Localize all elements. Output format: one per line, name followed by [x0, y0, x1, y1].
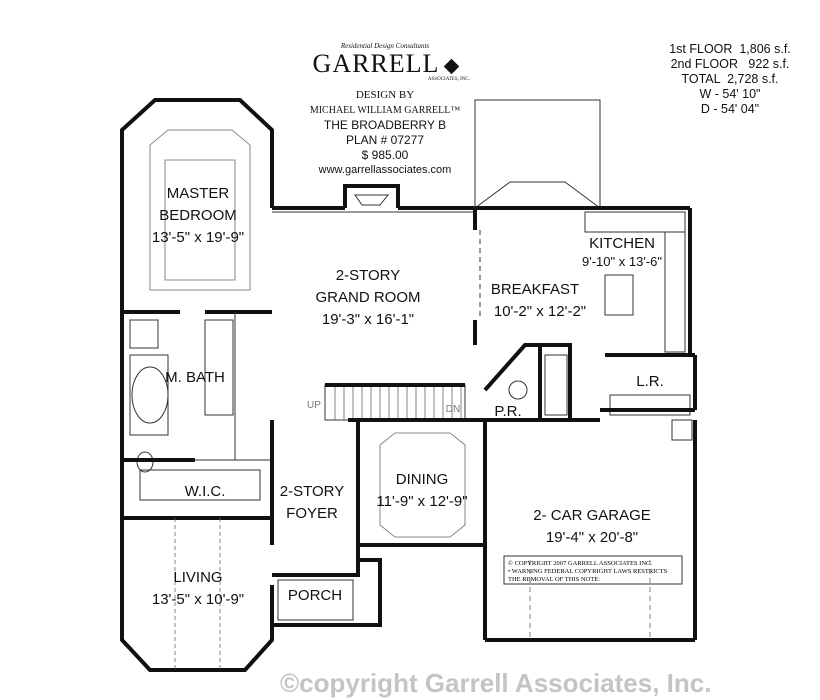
staircase [324, 384, 466, 421]
logo-suffix: ASSOCIATES, INC. [427, 77, 470, 82]
logo: Residential Design Consultants GARRELL A… [300, 42, 470, 83]
dining-tray-ceiling [379, 432, 466, 538]
breakfast-size: 10'-2" x 12'-2" [494, 303, 586, 320]
pr-label: P.R. [494, 403, 521, 420]
master-label-2: BEDROOM [159, 207, 237, 224]
kitchen-label: KITCHEN [589, 235, 655, 252]
stat-1st-floor: 1st FLOOR 1,806 s.f. [669, 42, 791, 56]
copyright-box [503, 555, 683, 585]
master-tray-ceiling [149, 129, 251, 291]
plan-info: DESIGN BY MICHAEL WILLIAM GARRELL™ THE B… [290, 88, 480, 178]
garage-label: 2- CAR GARAGE [533, 507, 651, 524]
grand-size: 19'-3" x 16'-1" [322, 311, 414, 328]
logo-name: GARRELL [312, 49, 440, 78]
area-stats: 1st FLOOR 1,806 s.f. 2nd FLOOR 922 s.f. … [640, 42, 820, 117]
porch-outline [277, 579, 354, 621]
mbath-label: M. BATH [165, 369, 225, 386]
copyright-line-1: © COPYRIGHT 2007 GARRELL ASSOCIATES INC. [508, 560, 652, 567]
plan-price: $ 985.00 [361, 148, 409, 162]
kitchen-size: 9'-10" x 13'-6" [582, 254, 662, 269]
dining-size: 11'-9" x 12'-9" [376, 493, 467, 510]
grand-label: 2-STORY [336, 267, 400, 284]
plan-number: PLAN # 07277 [345, 133, 425, 147]
stat-2nd-floor: 2nd FLOOR 922 s.f. [670, 57, 790, 71]
designer: MICHAEL WILLIAM GARRELL™ [309, 105, 461, 116]
watermark: ©copyright Garrell Associates, Inc. [280, 668, 711, 698]
bathtub [131, 366, 169, 424]
breakfast-label: BREAKFAST [491, 281, 579, 298]
garage-size: 19'-4" x 20'-8" [546, 529, 638, 546]
copyright-line-3: THE REMOVAL OF THIS NOTE: [508, 576, 600, 583]
stat-depth: D - 54' 04" [700, 102, 760, 116]
stat-total: TOTAL 2,728 s.f. [681, 72, 779, 86]
foyer-label: 2-STORY [280, 483, 344, 500]
living-size: 13'-5" x 10'-9" [152, 591, 244, 608]
logo-tagline: Residential Design Consultants [340, 42, 430, 50]
website-link[interactable]: www.garrellassociates.com [318, 164, 452, 176]
master-label: MASTER [167, 185, 230, 202]
living-label: LIVING [173, 569, 222, 586]
lr-label: L.R. [636, 373, 664, 390]
porch-label: PORCH [288, 587, 342, 604]
left-wing-walls [120, 98, 274, 672]
rear-porch-outline [474, 99, 601, 209]
pr-toilet [508, 380, 528, 400]
stat-width: W - 54' 10" [699, 87, 761, 101]
dining-label: DINING [396, 471, 449, 488]
fireplace [343, 184, 400, 208]
stair-down-label: DN [446, 404, 460, 415]
grand-label-2: GRAND ROOM [316, 289, 421, 306]
plan-name: THE BROADBERRY B [323, 118, 447, 132]
foyer-label-2: FOYER [286, 505, 338, 522]
copyright-line-2: • WARNING FEDERAL COPYRIGHT LAWS RESTRIC… [508, 568, 668, 575]
stair-up-label: UP [307, 400, 321, 411]
logo-diamond-icon [444, 58, 460, 75]
kitchen-island [604, 274, 634, 316]
design-by: DESIGN BY [355, 89, 415, 101]
wic-label: W.I.C. [185, 483, 226, 500]
master-size: 13'-5" x 19'-9" [152, 229, 244, 246]
